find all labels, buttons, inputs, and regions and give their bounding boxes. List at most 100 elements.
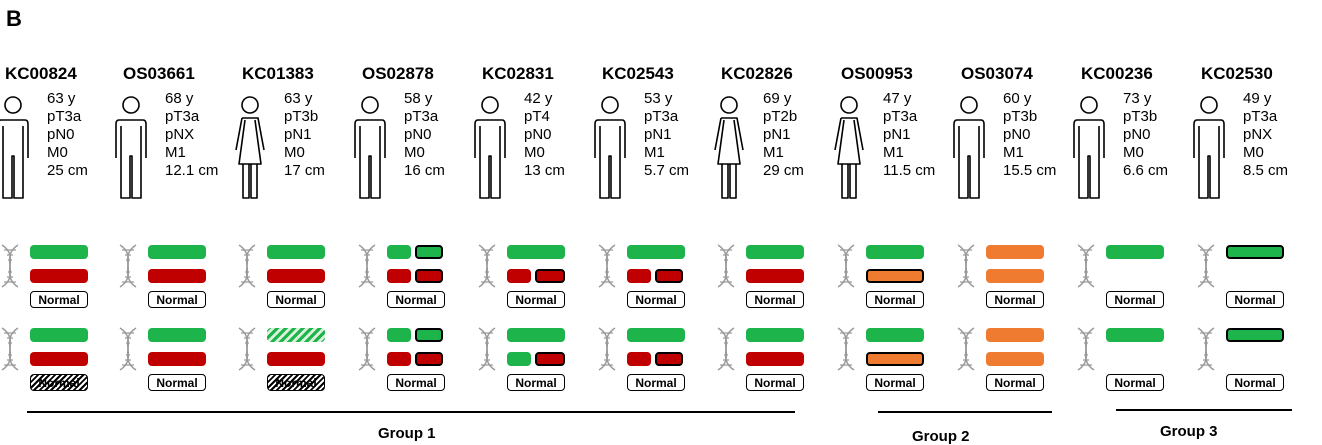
pn-stage: pN1 bbox=[644, 126, 672, 143]
green-track-bar bbox=[746, 245, 804, 259]
dna-icon bbox=[1191, 243, 1221, 289]
red-track-bar bbox=[507, 269, 531, 283]
age: 68 y bbox=[165, 90, 194, 107]
red-track-bar bbox=[148, 352, 206, 366]
dna-icon bbox=[1191, 326, 1221, 372]
male-person-icon bbox=[590, 94, 630, 204]
green-track-bar bbox=[148, 328, 206, 342]
age: 49 y bbox=[1243, 90, 1272, 107]
pt-stage: pT3b bbox=[284, 108, 319, 125]
normal-badge: Normal bbox=[1106, 291, 1164, 308]
m-stage: M0 bbox=[524, 144, 545, 161]
pt-stage: pT3a bbox=[644, 108, 679, 125]
pt-stage: pT3a bbox=[165, 108, 200, 125]
tumor-size: 16 cm bbox=[404, 162, 445, 179]
pt-stage: pT3a bbox=[47, 108, 82, 125]
patient-id: OS02878 bbox=[362, 64, 434, 83]
dna-icon bbox=[592, 243, 622, 289]
patient-id: OS03661 bbox=[123, 64, 195, 83]
red-track-bar bbox=[866, 352, 924, 366]
normal-badge: Normal bbox=[866, 291, 924, 308]
age: 58 y bbox=[404, 90, 433, 107]
normal-badge: Normal bbox=[1226, 374, 1284, 391]
dna-icon bbox=[711, 243, 741, 289]
age: 42 y bbox=[524, 90, 553, 107]
green-track-bar bbox=[387, 245, 411, 259]
pt-stage: pT4 bbox=[524, 108, 550, 125]
female-person-icon bbox=[709, 94, 749, 204]
tumor-size: 25 cm bbox=[47, 162, 88, 179]
tumor-size: 17 cm bbox=[284, 162, 325, 179]
pn-stage: pN0 bbox=[524, 126, 552, 143]
male-person-icon bbox=[0, 94, 33, 204]
green-track-bar bbox=[1106, 245, 1164, 259]
red-track-bar bbox=[986, 352, 1044, 366]
green-track-bar bbox=[387, 328, 411, 342]
normal-badge: Normal bbox=[627, 374, 685, 391]
patient-id: KC02543 bbox=[602, 64, 674, 83]
tumor-size: 29 cm bbox=[763, 162, 804, 179]
normal-badge: Normal bbox=[387, 374, 445, 391]
red-track-bar bbox=[415, 352, 443, 366]
pt-stage: pT3a bbox=[883, 108, 918, 125]
patient-id: KC02530 bbox=[1201, 64, 1273, 83]
m-stage: M1 bbox=[763, 144, 784, 161]
dna-icon bbox=[113, 243, 143, 289]
normal-badge: Normal bbox=[746, 374, 804, 391]
male-person-icon bbox=[111, 94, 151, 204]
normal-badge: Normal bbox=[148, 291, 206, 308]
age: 63 y bbox=[47, 90, 76, 107]
m-stage: M1 bbox=[883, 144, 904, 161]
pn-stage: pN1 bbox=[883, 126, 911, 143]
red-track-bar bbox=[387, 352, 411, 366]
green-track-bar bbox=[267, 328, 325, 342]
pn-stage: pNX bbox=[1243, 126, 1273, 143]
group-divider-line bbox=[1116, 409, 1292, 411]
green-track-bar bbox=[30, 245, 88, 259]
normal-badge: Normal bbox=[148, 374, 206, 391]
red-track-bar bbox=[655, 352, 683, 366]
group-label: Group 2 bbox=[912, 428, 970, 445]
green-track-bar bbox=[1226, 245, 1284, 259]
pt-stage: pT3a bbox=[404, 108, 439, 125]
male-person-icon bbox=[1069, 94, 1109, 204]
red-track-bar bbox=[746, 352, 804, 366]
green-track-bar bbox=[415, 328, 443, 342]
pt-stage: pT3b bbox=[1003, 108, 1038, 125]
pt-stage: pT2b bbox=[763, 108, 798, 125]
dna-icon bbox=[352, 326, 382, 372]
female-person-icon bbox=[230, 94, 270, 204]
pn-stage: pN0 bbox=[404, 126, 432, 143]
dna-icon bbox=[472, 326, 502, 372]
green-track-bar bbox=[507, 328, 565, 342]
red-track-bar bbox=[415, 269, 443, 283]
group-label: Group 3 bbox=[1160, 423, 1218, 440]
normal-badge: Normal bbox=[986, 291, 1044, 308]
m-stage: M0 bbox=[284, 144, 305, 161]
tumor-size: 13 cm bbox=[524, 162, 565, 179]
red-track-bar bbox=[267, 269, 325, 283]
male-person-icon bbox=[470, 94, 510, 204]
red-track-bar bbox=[387, 269, 411, 283]
normal-badge: Normal bbox=[507, 291, 565, 308]
normal-badge: Normal bbox=[267, 374, 325, 391]
dna-icon bbox=[0, 326, 25, 372]
dna-icon bbox=[472, 243, 502, 289]
red-track-bar bbox=[627, 269, 651, 283]
normal-badge: Normal bbox=[1106, 374, 1164, 391]
green-track-bar bbox=[627, 328, 685, 342]
patient-id: KC00824 bbox=[5, 64, 77, 83]
age: 63 y bbox=[284, 90, 313, 107]
normal-badge: Normal bbox=[30, 291, 88, 308]
patient-id: KC02831 bbox=[482, 64, 554, 83]
pn-stage: pNX bbox=[165, 126, 195, 143]
red-track-bar bbox=[627, 352, 651, 366]
group-divider-line bbox=[27, 411, 795, 413]
patient-id: OS00953 bbox=[841, 64, 913, 83]
